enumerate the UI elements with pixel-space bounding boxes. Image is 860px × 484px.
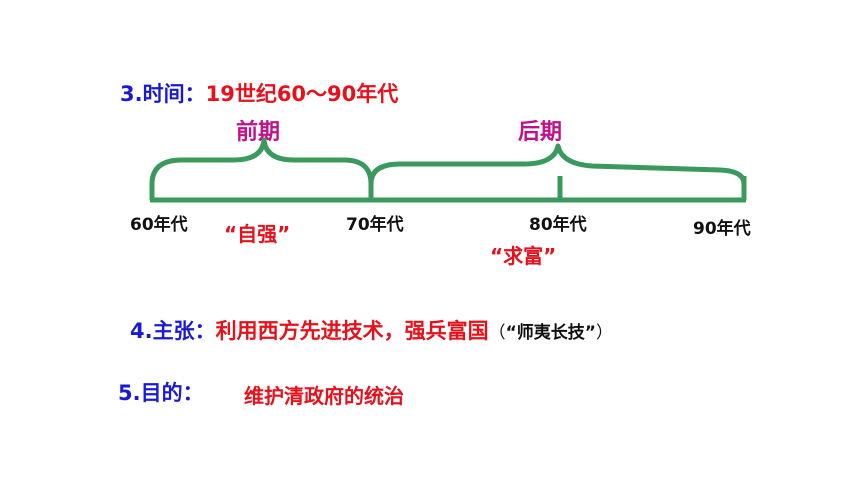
period-late-label: 后期 xyxy=(518,120,563,145)
section4-note-close: ） xyxy=(595,323,613,343)
tick-label-70: 70年代 xyxy=(346,215,404,235)
section3-line: 3.时间：19世纪60～90年代 xyxy=(120,78,398,108)
section3-label: 3.时间： xyxy=(120,82,206,106)
section4-value: 利用西方先进技术，强兵富国 xyxy=(215,319,489,343)
tick-label-60: 60年代 xyxy=(130,215,188,235)
section3-value: 19世纪60～90年代 xyxy=(205,82,399,106)
tick-label-80: 80年代 xyxy=(529,215,587,235)
section4-line: 4.主张：利用西方先进技术，强兵富国（“师夷长技”） xyxy=(130,315,613,345)
section5-label: 5.目的： xyxy=(118,381,204,405)
brace-late xyxy=(368,143,747,185)
section4-label: 4.主张： xyxy=(130,319,216,343)
section4-note: “师夷长技” xyxy=(505,323,596,343)
tick-label-90: 90年代 xyxy=(693,219,751,239)
period-early-label: 前期 xyxy=(236,120,281,145)
section5-value: 维护清政府的统治 xyxy=(244,384,404,408)
slogan-self-strengthening: “自强” xyxy=(224,222,291,246)
slogan-seek-wealth: “求富” xyxy=(490,244,557,268)
brace-early xyxy=(149,137,374,185)
section4-note-open: （ xyxy=(488,323,506,343)
